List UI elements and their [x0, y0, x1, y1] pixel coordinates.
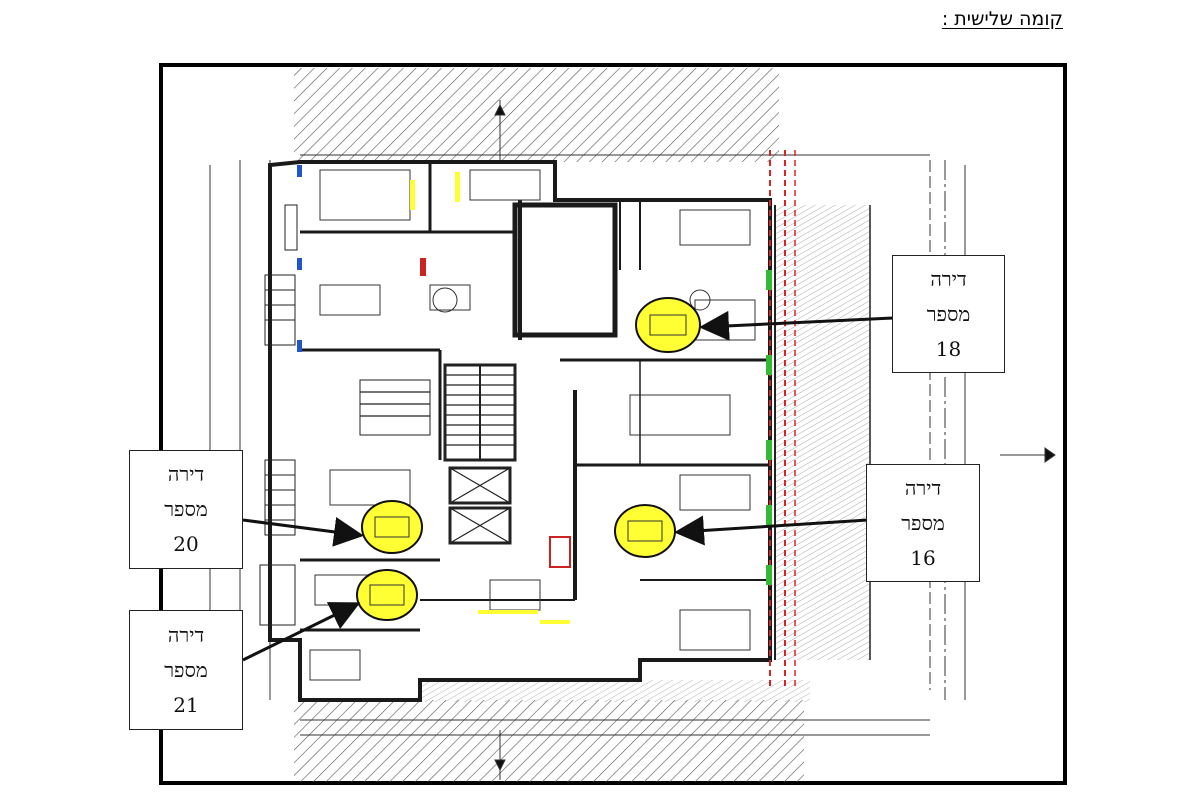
callout-number: 20: [173, 532, 199, 556]
callout-number: 18: [935, 336, 962, 361]
stair-core: [359, 363, 517, 545]
callout-label: מספר: [901, 510, 945, 535]
callout-number: 16: [910, 545, 936, 570]
apartment-16-highlight: [614, 504, 676, 558]
apartment-callout-21: דירה מספר 21: [129, 610, 243, 730]
apartment-21-highlight: [356, 569, 418, 621]
callout-label: דירה: [167, 622, 205, 647]
callout-label: מספר: [164, 657, 208, 682]
callout-label: דירה: [904, 475, 942, 500]
apartment-20-highlight: [361, 500, 423, 554]
arrow-16: [674, 515, 869, 546]
callout-label: מספר: [164, 497, 208, 521]
marker-accents: [297, 165, 571, 624]
arrow-20: [242, 517, 364, 547]
callout-label: דירה: [167, 462, 205, 486]
arrow-21: [242, 602, 361, 662]
callout-label: מספר: [926, 301, 971, 326]
callout-label: דירה: [930, 266, 967, 291]
apartment-highlights: [356, 297, 701, 621]
apartment-callout-16: דירה מספר 16: [866, 464, 980, 582]
callout-arrows: [242, 310, 894, 662]
left-windows: [259, 204, 298, 626]
apartment-18-highlight: [635, 297, 701, 353]
building-walls: [268, 160, 772, 702]
arrow-18: [699, 310, 894, 341]
apartment-callout-20: דירה מספר 20: [129, 450, 243, 569]
balcony-strip: [766, 150, 871, 690]
page-title: קומה שלישית :: [941, 8, 1063, 30]
hatched-neighbor-areas: [294, 68, 810, 782]
apartment-label-boxes: [369, 314, 687, 606]
apartment-callout-18: דירה מספר 18: [892, 255, 1005, 373]
callout-number: 21: [173, 692, 199, 717]
